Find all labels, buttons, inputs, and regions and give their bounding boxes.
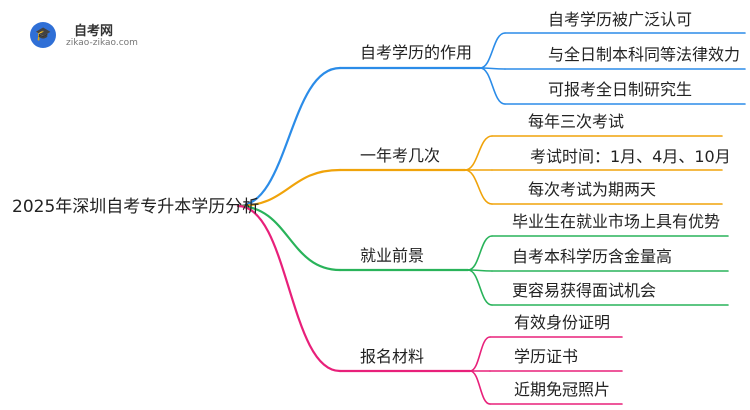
leaf-job-market-advantage: 毕业生在就业市场上具有优势 [512,212,721,231]
leaf-widely-recognized: 自考学历被广泛认可 [548,10,693,29]
leaf-interview-chances: 更容易获得面试机会 [512,281,657,300]
site-logo[interactable]: 🎓 自考网 zikao-zikao.com [30,20,140,52]
connector-branch-0-leaf-0 [479,32,506,69]
branch-exams-per-year: 一年考几次 [360,146,441,165]
branch-role-of-degree: 自考学历的作用 [360,43,473,62]
leaf-apply-graduate: 可报考全日制研究生 [548,80,693,99]
connector-branch-1-leaf-2 [464,169,493,205]
leaf-high-value: 自考本科学历含金量高 [512,247,673,266]
leaf-photo: 近期免冠照片 [514,380,611,399]
connector-root-branch-3 [236,204,342,373]
branch-application-materials: 报名材料 [360,347,425,366]
connector-branch-2-leaf-0 [467,235,493,271]
leaf-exam-months: 考试时间：1月、4月、10月 [530,147,731,166]
connector-branch-0-leaf-2 [479,67,506,105]
connector-root-branch-2 [236,204,342,272]
connector-root-branch-1 [236,168,342,208]
leaf-two-days: 每次考试为期两天 [528,180,657,199]
connector-branch-3-leaf-2 [469,370,491,405]
logo-url: zikao-zikao.com [66,38,138,48]
logo-name: 自考网 [74,24,114,39]
leaf-equal-legal-effect: 与全日制本科同等法律效力 [548,45,741,64]
graduation-cap-icon: 🎓 [30,22,56,48]
leaf-three-exams: 每年三次考试 [528,112,625,131]
root-topic: 2025年深圳自考专升本学历分析 [12,197,260,217]
connector-branch-3-leaf-0 [469,336,491,372]
connector-branch-1-leaf-0 [464,135,493,171]
leaf-diploma: 学历证书 [514,347,579,366]
connector-root-branch-0 [236,66,342,208]
connector-branch-2-leaf-2 [467,269,493,306]
branch-career-prospects: 就业前景 [360,246,425,265]
leaf-id-proof: 有效身份证明 [514,313,611,332]
